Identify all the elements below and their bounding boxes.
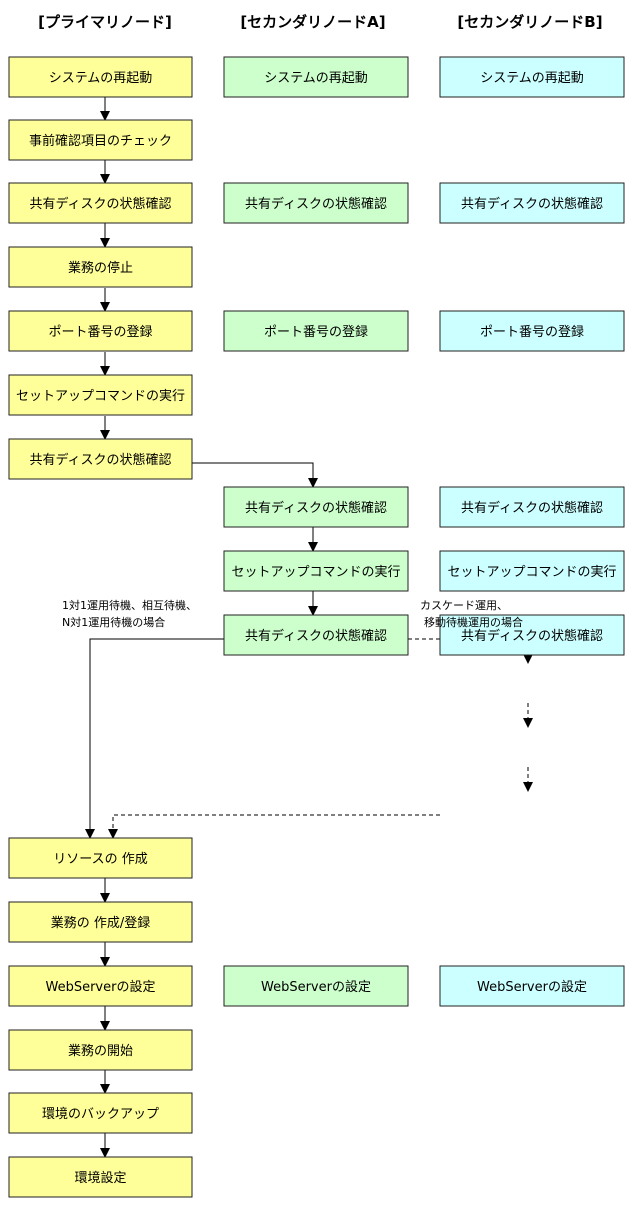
secondary-b-step-2-label: 共有ディスクの状態確認 bbox=[461, 196, 603, 212]
primary-step-2-label: 事前確認項目のチェック bbox=[29, 133, 172, 149]
secondary-b-step-5-label: セットアップコマンドの実行 bbox=[447, 564, 616, 580]
secondary-b-step-1-shape bbox=[439, 56, 625, 98]
secondary-a-step-2-shape bbox=[223, 182, 409, 224]
primary-step-4: 業務の停止 bbox=[8, 246, 193, 288]
header-secondary-node-b: [セカンダリノードB] bbox=[457, 13, 602, 31]
primary-step-3-label: 共有ディスクの状態確認 bbox=[29, 196, 171, 212]
primary-step-6: セットアップコマンドの実行 bbox=[8, 374, 193, 416]
secondary-b-step-2: 共有ディスクの状態確認 bbox=[439, 182, 625, 224]
primary-step-7-label: 共有ディスクの状態確認 bbox=[29, 452, 171, 468]
primary-step-13: 環境設定 bbox=[8, 1156, 193, 1198]
branch-note-right-line1: カスケード運用、 bbox=[420, 599, 508, 612]
secondary-a-step-3: ポート番号の登録 bbox=[223, 310, 409, 352]
primary-step-11-shape bbox=[8, 1029, 193, 1071]
header-primary-node: [プライマリノード] bbox=[38, 13, 172, 31]
secondary-a-step-6: 共有ディスクの状態確認 bbox=[223, 614, 409, 656]
primary-step-10-label: WebServerの設定 bbox=[46, 979, 156, 995]
primary-step-2: 事前確認項目のチェック bbox=[8, 119, 193, 161]
secondary-b-step-3-shape bbox=[439, 310, 625, 352]
primary-step-8-label: リソースの 作成 bbox=[53, 852, 147, 867]
secondary-b-step-4: 共有ディスクの状態確認 bbox=[439, 486, 625, 528]
secondary-a-step-1-label: システムの再起動 bbox=[264, 71, 368, 86]
secondary-b-step-3: ポート番号の登録 bbox=[439, 310, 625, 352]
secondary-b-step-4-shape bbox=[439, 486, 625, 528]
secondary-a-step-2-label: 共有ディスクの状態確認 bbox=[245, 196, 387, 212]
primary-step-5: ポート番号の登録 bbox=[8, 310, 193, 352]
primary-step-11: 業務の開始 bbox=[8, 1029, 193, 1071]
primary-step-9-label: 業務の 作成/登録 bbox=[51, 915, 151, 931]
primary-step-12-label: 環境のバックアップ bbox=[42, 1107, 159, 1122]
secondary-b-step-6-label: 共有ディスクの状態確認 bbox=[461, 628, 603, 644]
secondary-a-step-7: WebServerの設定 bbox=[223, 965, 409, 1007]
secondary-b-step-7-label: WebServerの設定 bbox=[477, 979, 587, 995]
secondary-a-step-5: セットアップコマンドの実行 bbox=[223, 550, 409, 592]
primary-step-8-shape bbox=[8, 837, 193, 879]
primary-step-6-shape bbox=[8, 374, 193, 416]
secondary-a-step-6-label: 共有ディスクの状態確認 bbox=[245, 628, 387, 644]
primary-step-12: 環境のバックアップ bbox=[8, 1092, 193, 1134]
primary-step-5-shape bbox=[8, 310, 193, 352]
primary-step-8: リソースの 作成 bbox=[8, 837, 193, 879]
secondary-a-step-7-label: WebServerの設定 bbox=[261, 979, 371, 995]
primary-step-6-label: セットアップコマンドの実行 bbox=[16, 388, 185, 404]
branch-note-right-line2: 移動待機運用の場合 bbox=[424, 615, 523, 629]
secondary-b-step-3-label: ポート番号の登録 bbox=[480, 325, 584, 340]
secondary-a-step-6-shape bbox=[223, 614, 409, 656]
primary-step-13-label: 環境設定 bbox=[74, 1170, 126, 1186]
secondary-a-step-1-shape bbox=[223, 56, 409, 98]
arrow-a6-p8-solid bbox=[85, 638, 224, 839]
primary-step-4-shape bbox=[8, 246, 193, 288]
secondary-b-step-7-shape bbox=[439, 965, 625, 1007]
secondary-a-step-5-shape bbox=[223, 550, 409, 592]
secondary-b-step-2-shape bbox=[439, 182, 625, 224]
header-secondary-node-a: [セカンダリノードA] bbox=[240, 13, 385, 31]
primary-step-5-label: ポート番号の登録 bbox=[48, 325, 152, 340]
primary-step-1-shape bbox=[8, 56, 193, 98]
secondary-a-step-4-shape bbox=[223, 486, 409, 528]
secondary-b-step-5-shape bbox=[439, 550, 625, 592]
primary-step-12-shape bbox=[8, 1092, 193, 1134]
secondary-a-step-5-label: セットアップコマンドの実行 bbox=[231, 564, 400, 580]
secondary-a-step-3-shape bbox=[223, 310, 409, 352]
primary-step-4-label: 業務の停止 bbox=[68, 260, 133, 276]
secondary-a-step-4: 共有ディスクの状態確認 bbox=[223, 486, 409, 528]
secondary-a-step-4-label: 共有ディスクの状態確認 bbox=[245, 500, 387, 516]
branch-note-left-line1: 1対1運用待機、相互待機、 bbox=[62, 598, 197, 612]
primary-step-11-label: 業務の開始 bbox=[68, 1043, 133, 1059]
secondary-b-step-5: セットアップコマンドの実行 bbox=[439, 550, 625, 592]
branch-note-left-line2: N対1運用待機の場合 bbox=[62, 615, 165, 629]
primary-step-7-shape bbox=[8, 438, 193, 480]
secondary-a-step-2: 共有ディスクの状態確認 bbox=[223, 182, 409, 224]
secondary-b-step-1-label: システムの再起動 bbox=[480, 71, 584, 86]
secondary-b-step-6: 共有ディスクの状態確認 bbox=[439, 614, 625, 656]
secondary-b-step-7: WebServerの設定 bbox=[439, 965, 625, 1007]
secondary-a-step-1: システムの再起動 bbox=[223, 56, 409, 98]
arrow-b6-p8-dashed bbox=[108, 814, 440, 839]
primary-step-10: WebServerの設定 bbox=[8, 965, 193, 1007]
primary-step-3-shape bbox=[8, 182, 193, 224]
arrow-p7-a4 bbox=[192, 462, 318, 488]
primary-step-9: 業務の 作成/登録 bbox=[8, 901, 193, 943]
primary-step-1-label: システムの再起動 bbox=[49, 71, 153, 86]
secondary-b-step-1: システムの再起動 bbox=[439, 56, 625, 98]
secondary-a-step-7-shape bbox=[223, 965, 409, 1007]
secondary-a-step-3-label: ポート番号の登録 bbox=[264, 325, 368, 340]
primary-step-7: 共有ディスクの状態確認 bbox=[8, 438, 193, 480]
secondary-b-step-4-label: 共有ディスクの状態確認 bbox=[461, 500, 603, 516]
primary-step-2-shape bbox=[8, 119, 193, 161]
primary-step-3: 共有ディスクの状態確認 bbox=[8, 182, 193, 224]
primary-step-1: システムの再起動 bbox=[8, 56, 193, 98]
primary-step-13-shape bbox=[8, 1156, 193, 1198]
secondary-b-step-6-shape bbox=[439, 614, 625, 656]
primary-step-9-shape bbox=[8, 901, 193, 943]
primary-step-10-shape bbox=[8, 965, 193, 1007]
